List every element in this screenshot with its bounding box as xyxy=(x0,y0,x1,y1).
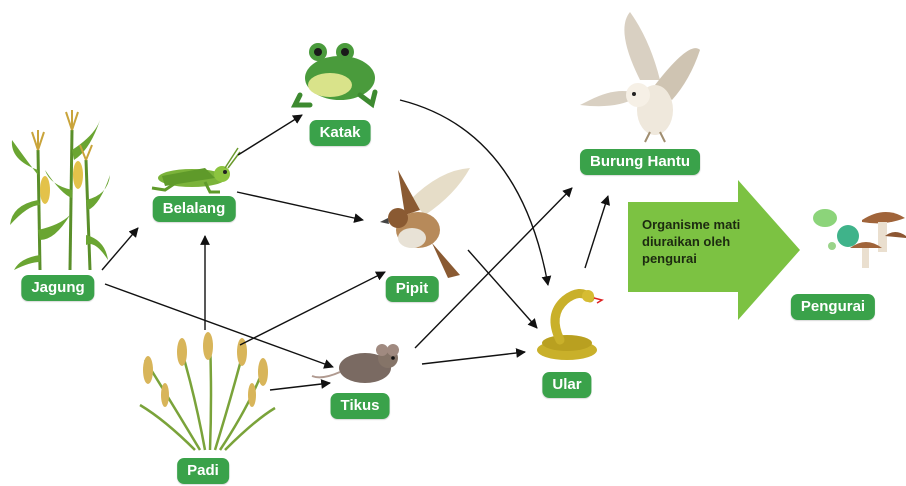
node-jagung: Jagung xyxy=(21,275,94,301)
sparrow-illustration xyxy=(380,168,470,278)
node-tikus: Tikus xyxy=(331,393,390,419)
node-pipit: Pipit xyxy=(386,276,439,302)
arrow-jagung-belalang xyxy=(102,228,138,270)
node-burung-hantu: Burung Hantu xyxy=(580,149,700,175)
node-ular: Ular xyxy=(542,372,591,398)
decomposition-note: Organisme mati diuraikan oleh pengurai xyxy=(642,216,772,267)
arrow-jagung-tikus xyxy=(105,284,333,367)
node-pengurai: Pengurai xyxy=(791,294,875,320)
rice-plant-illustration xyxy=(140,332,275,450)
snake-illustration xyxy=(537,290,602,360)
arrow-tikus-burung-hantu xyxy=(415,188,572,348)
grasshopper-illustration xyxy=(152,148,240,192)
arrow-padi-tikus xyxy=(270,383,330,390)
arrow-belalang-pipit xyxy=(237,192,363,220)
node-belalang: Belalang xyxy=(153,196,236,222)
arrow-padi-pipit xyxy=(240,272,385,345)
corn-plant-illustration xyxy=(10,110,110,270)
owl-illustration xyxy=(580,12,700,142)
node-katak: Katak xyxy=(310,120,371,146)
arrow-pipit-ular xyxy=(468,250,537,328)
node-padi: Padi xyxy=(177,458,229,484)
arrow-belalang-katak xyxy=(238,115,302,155)
arrow-tikus-ular xyxy=(422,352,525,364)
decomposers-illustration xyxy=(813,209,906,268)
arrow-ular-burung-hantu xyxy=(585,196,608,268)
frog-illustration xyxy=(295,43,375,105)
